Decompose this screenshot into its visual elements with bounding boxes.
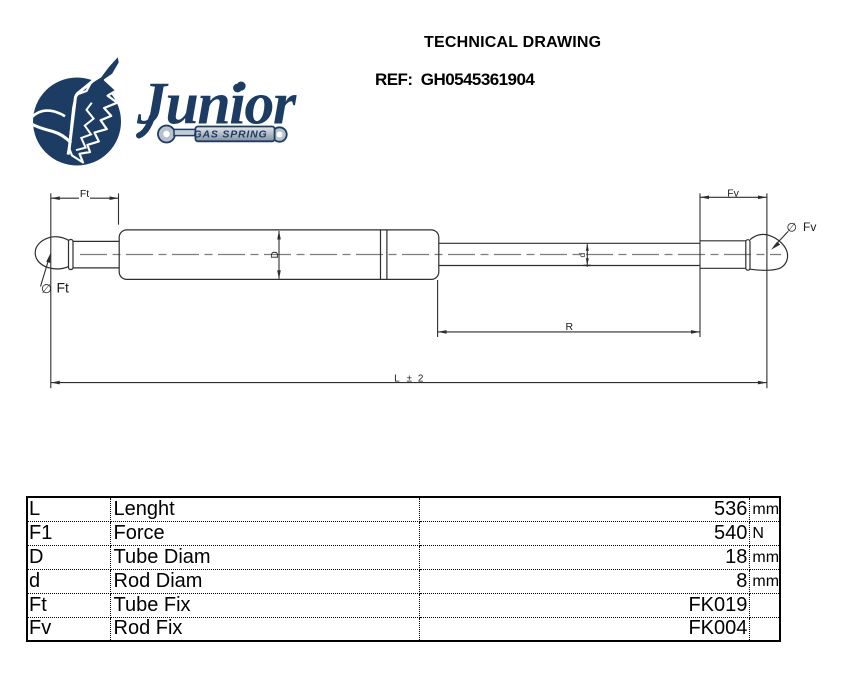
svg-text:2: 2 bbox=[418, 373, 424, 384]
svg-text:∅: ∅ bbox=[787, 221, 797, 235]
svg-text:D: D bbox=[270, 251, 281, 258]
svg-text:Ft: Ft bbox=[80, 188, 89, 200]
svg-text:Ft: Ft bbox=[57, 280, 70, 296]
svg-text:R: R bbox=[566, 321, 574, 333]
svg-text:±: ± bbox=[407, 373, 413, 384]
svg-text:L: L bbox=[394, 373, 400, 384]
svg-text:∅: ∅ bbox=[41, 282, 52, 296]
svg-text:Fv: Fv bbox=[727, 188, 739, 200]
svg-text:GAS SPRING: GAS SPRING bbox=[194, 129, 268, 141]
svg-text:d: d bbox=[577, 253, 587, 258]
svg-text:Fv: Fv bbox=[803, 220, 816, 234]
